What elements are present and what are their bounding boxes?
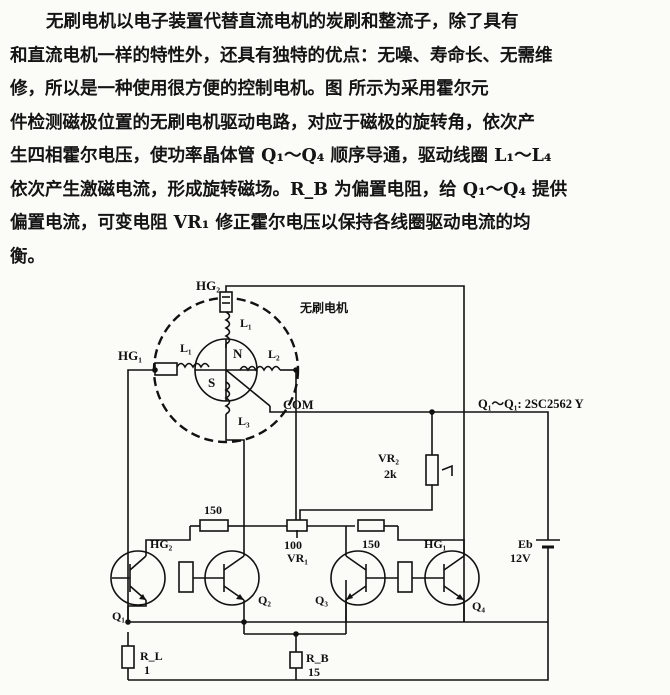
wiring [127,285,549,681]
coil-top: L₁ [224,311,252,348]
text-line-1: 无刷电机以电子装置代替直流电机的炭刷和整流子，除了具有 [46,12,519,32]
vr1-value: 100 [284,538,302,552]
rl-name: R_L [140,649,163,663]
text-line-7: 偏置电流，可变电阻 VR₁ 修正霍尔电压以保持各线圈驱动电流的均 [10,213,531,233]
vr2-body [425,454,439,486]
q2-label: Q₂ [258,593,271,607]
vr2: VR₂ 2k [378,451,453,486]
resistor-rb: R_B 15 [289,651,329,679]
vr1-body [286,519,308,532]
transistor-q2: Q₂ [193,550,271,607]
coil-left: L₁ [176,341,210,369]
r-right-value: 150 [362,537,380,551]
text-line-8: 衡。 [10,246,45,267]
battery-eb: Eb 12V [510,537,560,565]
text-line-4: 件检测磁极位置的无刷电机驱动电路，对应于磁极的旋转角，依次产 [10,112,535,133]
resistor-rl: R_L 1 [121,645,163,677]
text-line-2: 和直流电机一样的特性外，还具有独特的优点：无噪、寿命长、无需维 [10,45,553,66]
coil-right-label: L₂ [268,347,280,361]
coil-top-label: L₁ [240,316,252,330]
pole-s: S [208,375,215,390]
hall-left-label: HG₁ [118,348,142,363]
vr1: 100 VR₁ [284,519,308,565]
text-line-3: 修，所以是一种使用很方便的控制电机。图 所示为采用霍尔元 [10,79,489,99]
com-lead [225,369,271,407]
hall-sensor-left: HG₁ [118,348,178,376]
pole-n: N [233,346,243,361]
coil-bottom: L₃ [224,381,250,430]
motor-label: 无刷电机 [299,300,348,315]
coil-bottom-label: L₃ [238,414,250,428]
text-line-5: 生四相霍尔电压，使功率晶体管 Q₁～Q₄ 顺序导通，驱动线圈 L₁～L₄ [10,146,552,166]
q4-label: Q₄ [472,599,485,613]
rb-value: 15 [308,665,320,679]
q1-label: Q₁ [112,609,125,623]
description-text: 无刷电机以电子装置代替直流电机的炭刷和整流子，除了具有 和直流电机一样的特性外，… [10,6,662,274]
hg2-bottom-label: HG₂ [150,537,173,551]
transistor-q1: Q₁ [110,550,166,623]
hall-element-left [154,362,178,376]
coil-right: L₂ [239,347,296,372]
vr2-name: VR₂ [378,451,399,465]
r-left-value: 150 [204,503,222,517]
text-line-6: 依次产生激磁电流，形成旋转磁场。R_B 为偏置电阻，给 Q₁～Q₄ 提供 [10,179,568,200]
com-label: COM [283,398,314,412]
transistor-q3: Q₃ [315,550,398,607]
vr1-name: VR₁ [287,551,308,565]
transistor-q4: Q₄ [412,550,485,613]
supply-value: 12V [510,551,531,565]
transistor-note: Q₁～Q₁: 2SC2562 Y [478,397,584,411]
coil-left-label: L₁ [180,341,192,355]
hall-sensor-bottom-hg2: HG₂ [150,537,194,593]
hall-top-label: HG₂ [196,278,220,293]
hall-element-top [219,291,233,313]
vr2-value: 2k [384,467,397,481]
q3-label: Q₃ [315,593,328,607]
supply-name: Eb [518,537,533,551]
hall-sensor-bottom-hg1: HG₁ [397,537,447,593]
hall-sensor-top: HG₂ [196,278,233,313]
rb-name: R_B [306,651,329,665]
resistor-left-150: 150 [190,503,244,532]
hg1-bottom-label: HG₁ [424,537,447,551]
resistor-right-150: 150 [357,519,398,551]
rl-value: 1 [144,663,150,677]
